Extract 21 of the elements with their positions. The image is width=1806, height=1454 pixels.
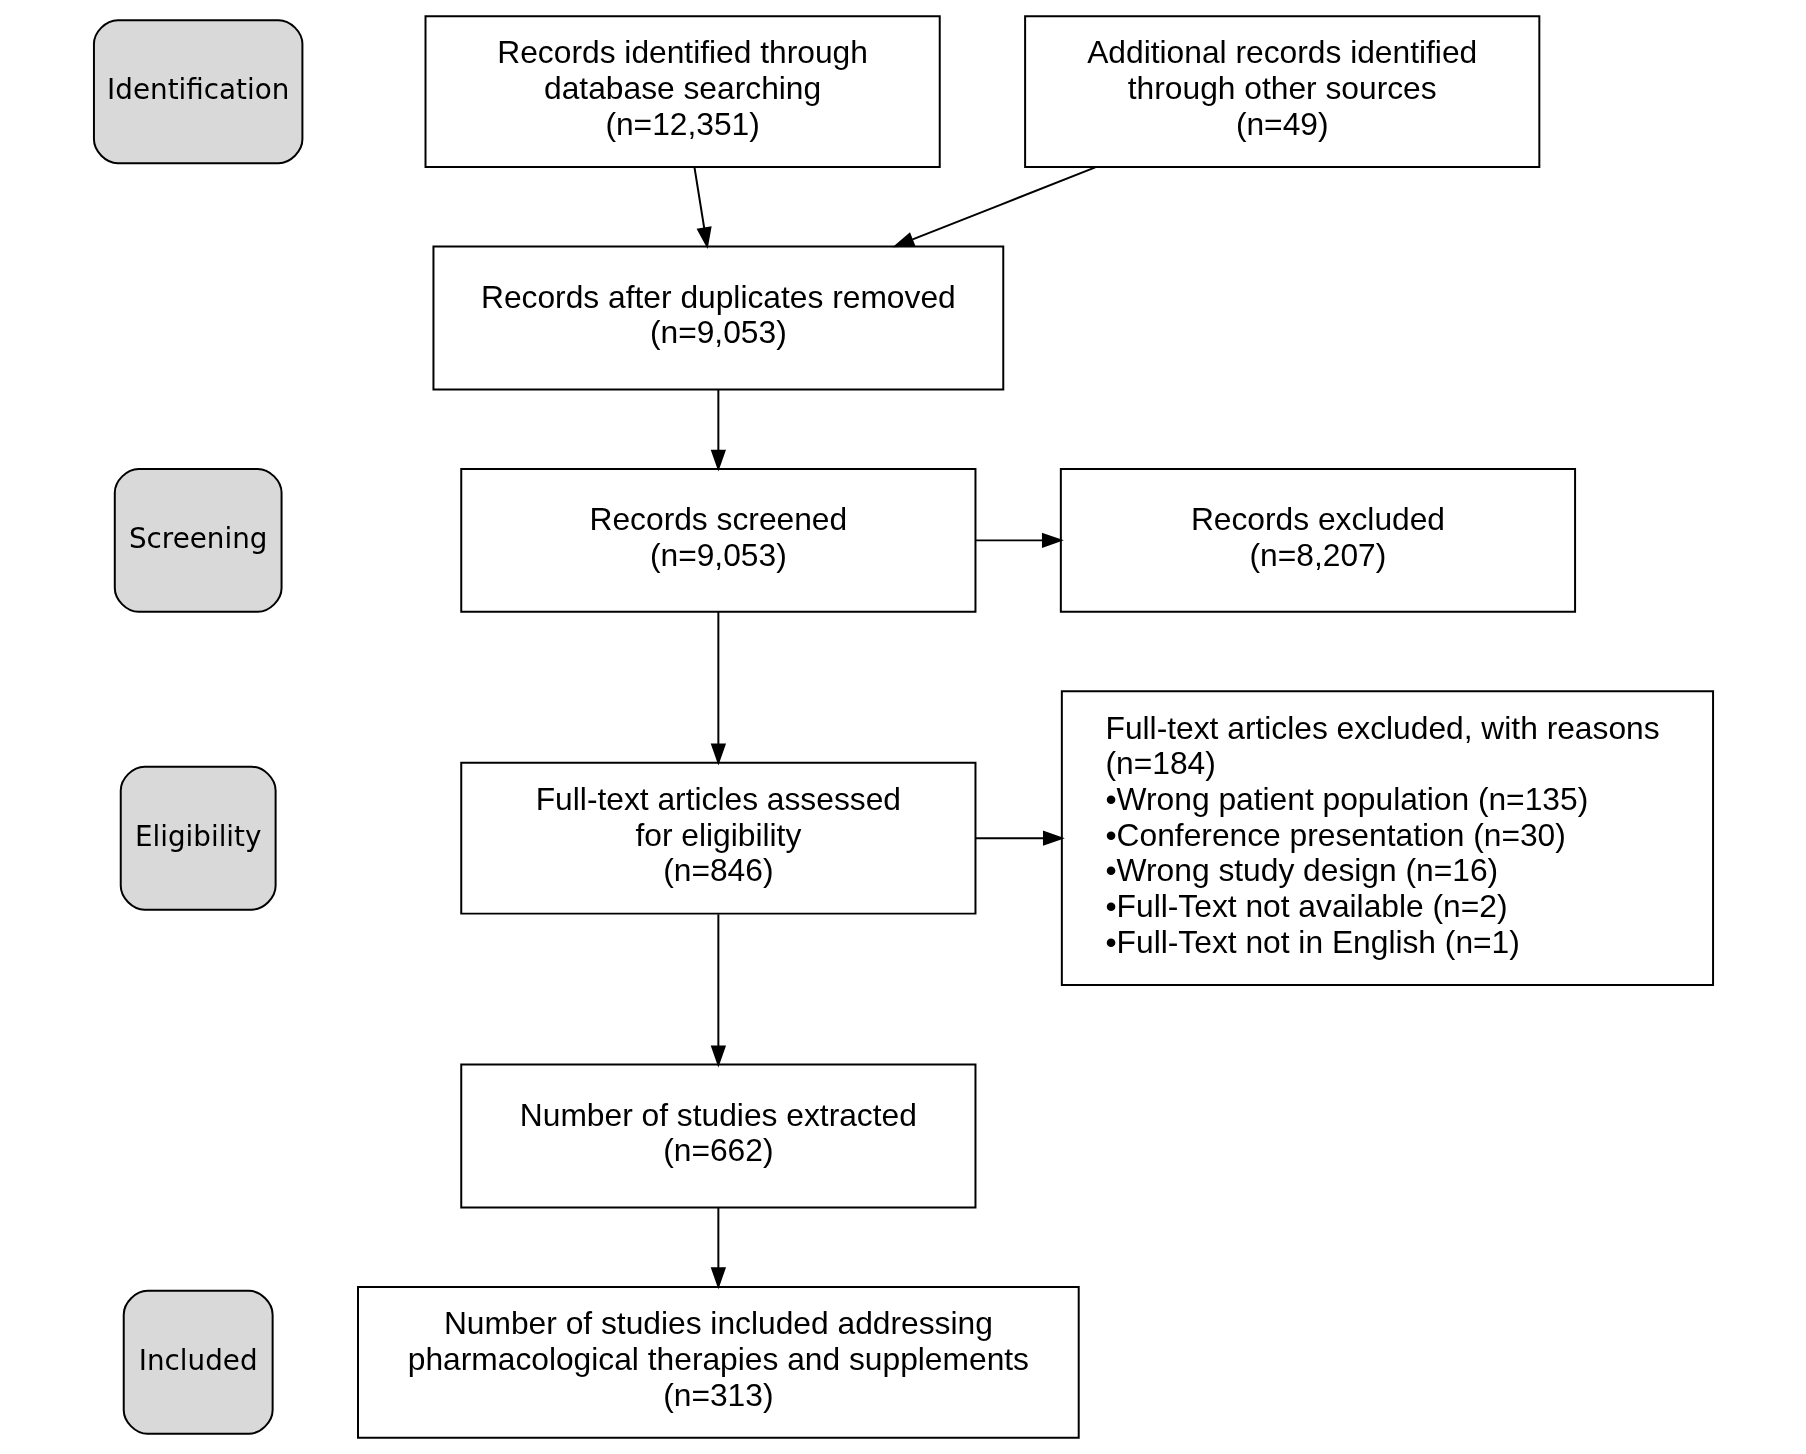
node-box: Full-text articles excluded, with reasons (n=184) •Wrong patient population (n=135) •Conference presentation (n=30) •Wrong study design (n=16) •Full-Text not available (n=2) •Full-Text not in English (n=1) <box>1060 690 1714 987</box>
node-box: Records after duplicates removed (n=9,053) <box>431 245 1004 391</box>
node-box: Records identified through database searching (n=12,351) <box>424 15 941 169</box>
node-box: Number of studies extracted (n=662) <box>459 1063 976 1209</box>
arrow <box>710 388 726 472</box>
arrow <box>974 830 1065 846</box>
arrow <box>710 913 726 1068</box>
node-box: Records excluded (n=8,207) <box>1059 467 1576 613</box>
node-box: Full-text articles assessed for eligibility (n=846) <box>459 761 976 915</box>
arrow <box>710 1206 726 1290</box>
arrow <box>974 532 1064 549</box>
node-box: Screening <box>113 467 283 613</box>
arrow <box>891 166 1096 248</box>
node-box: Number of studies included addressing pharmacological therapies and supplements (n=313) <box>356 1285 1080 1439</box>
node-box: Additional records identified through other sources (n=49) <box>1023 15 1540 169</box>
node-box: Included <box>122 1289 274 1435</box>
node-box: Records screened (n=9,053) <box>459 467 976 613</box>
node-box: Eligibility <box>119 765 277 911</box>
node-box: Identification <box>92 19 303 165</box>
arrow <box>693 166 712 250</box>
arrow <box>710 611 726 766</box>
